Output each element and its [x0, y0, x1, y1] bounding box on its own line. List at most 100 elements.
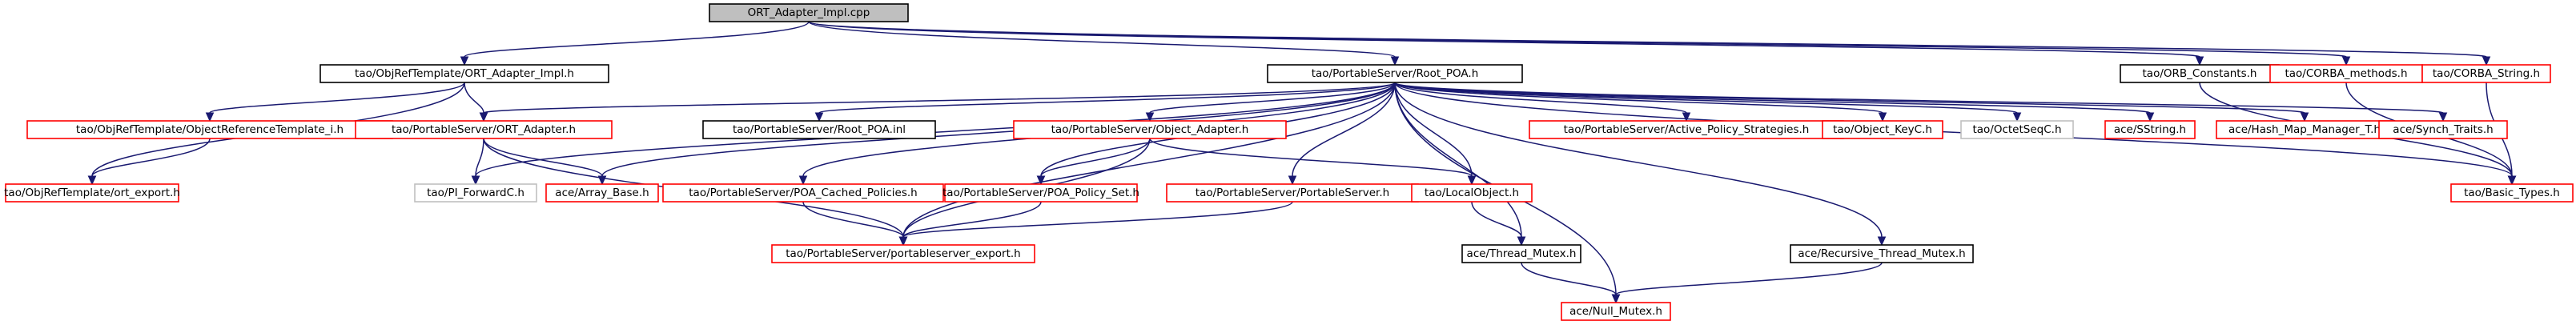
- node-tao-portableserver-root-poa-inl[interactable]: tao/PortableServer/Root_POA.inl: [702, 120, 936, 139]
- edge-arrowhead: [2507, 175, 2517, 186]
- node-label: tao/LocalObject.h: [1425, 187, 1519, 199]
- node-ace-sstring-h[interactable]: ace/SString.h: [2104, 120, 2196, 139]
- node-tao-portableserver-ort-adapter-h[interactable]: tao/PortableServer/ORT_Adapter.h: [355, 120, 613, 139]
- edge-rootpoa-to-okey: [1394, 82, 1887, 122]
- node-tao-basic-types-h[interactable]: tao/Basic_Types.h: [2450, 183, 2574, 203]
- edge-arrowhead: [898, 236, 908, 247]
- node-box: [1561, 302, 1671, 321]
- node-ace-recursive-thread-mutex-h[interactable]: ace/Recursive_Thread_Mutex.h: [1790, 244, 1974, 263]
- node-tao-object-keyc-h[interactable]: tao/Object_KeyC.h: [1822, 120, 1943, 139]
- edge-line: [1149, 82, 1396, 114]
- edge-rootpoa-to-octet: [1394, 82, 2022, 122]
- edge-line: [1394, 82, 1687, 114]
- edge-objad-to-local: [1149, 138, 1477, 186]
- edge-arrowhead: [1682, 112, 1691, 122]
- edge-line: [1394, 82, 2444, 114]
- node-tao-objreftemplate-ort-adapter-impl-h[interactable]: tao/ObjRefTemplate/ORT_Adapter_Impl.h: [319, 64, 609, 83]
- node-box: [355, 120, 613, 139]
- node-box: [545, 183, 659, 203]
- edge-line: [483, 138, 603, 177]
- node-tao-portableserver-portableserver-h[interactable]: tao/PortableServer/PortableServer.h: [1166, 183, 1419, 203]
- edge-line: [902, 82, 1396, 238]
- node-tao-portableserver-root-poa-h[interactable]: tao/PortableServer/Root_POA.h: [1267, 64, 1523, 83]
- node-label: tao/PortableServer/portableserver_export…: [786, 247, 1021, 260]
- node-label: tao/PortableServer/Object_Adapter.h: [1051, 123, 1249, 136]
- node-tao-corba-string-h[interactable]: tao/CORBA_String.h: [2421, 64, 2551, 83]
- node-box: [771, 244, 1035, 263]
- node-ace-null-mutex-h[interactable]: ace/Null_Mutex.h: [1561, 302, 1671, 321]
- node-label: ace/Null_Mutex.h: [1569, 305, 1662, 318]
- edge-arrowhead: [460, 56, 469, 66]
- node-label: ace/Array_Base.h: [555, 187, 649, 199]
- edge-root-to-rootpoa: [808, 21, 1400, 66]
- edge-line: [209, 82, 465, 114]
- node-box: [1267, 64, 1523, 83]
- edge-arrowhead: [1517, 236, 1526, 247]
- node-label: tao/OctetSeqC.h: [1972, 123, 2061, 136]
- edge-orti_i-to-ortexp: [87, 138, 211, 186]
- edge-line: [1394, 82, 2018, 114]
- node-ace-hash-map-manager-t-h[interactable]: ace/Hash_Map_Manager_T.h: [2216, 120, 2393, 139]
- node-tao-localobject-h[interactable]: tao/LocalObject.h: [1411, 183, 1533, 203]
- node-ace-array-base-h[interactable]: ace/Array_Base.h: [545, 183, 659, 203]
- edge-psorta-to-arrbase: [483, 138, 607, 186]
- node-tao-portableserver-active-policy-strategies-h[interactable]: tao/PortableServer/Active_Policy_Strateg…: [1529, 120, 1844, 139]
- node-tao-portableserver-poa-cached-policies-h[interactable]: tao/PortableServer/POA_Cached_Policies.h: [662, 183, 944, 203]
- edge-line: [802, 201, 904, 238]
- node-box: [709, 3, 909, 22]
- node-tao-objreftemplate-ort-export-h[interactable]: tao/ObjRefTemplate/ort_export.h: [4, 183, 180, 203]
- node-tao-portableserver-portableserver-export-h[interactable]: tao/PortableServer/portableserver_export…: [771, 244, 1035, 263]
- edge-line: [808, 21, 2487, 58]
- node-box: [1790, 244, 1974, 263]
- edge-line: [1471, 201, 1522, 238]
- edge-arrowhead: [2482, 56, 2491, 66]
- node-ace-thread-mutex-h[interactable]: ace/Thread_Mutex.h: [1461, 244, 1581, 263]
- node-tao-corba-methods-h[interactable]: tao/CORBA_methods.h: [2269, 64, 2423, 83]
- node-tao-orb-constants-h[interactable]: tao/ORB_Constants.h: [2120, 64, 2280, 83]
- edge-line: [1394, 82, 1883, 238]
- node-tao-octetseqc-h[interactable]: tao/OctetSeqC.h: [1960, 120, 2074, 139]
- node-tao-objreftemplate-objectreferencetemplate-i-h[interactable]: tao/ObjRefTemplate/ObjectReferenceTempla…: [26, 120, 393, 139]
- node-label: ace/Thread_Mutex.h: [1467, 247, 1577, 260]
- edge-line: [1292, 82, 1396, 177]
- node-tao-portableserver-poa-policy-set-h[interactable]: tao/PortableServer/POA_Policy_Set.h: [942, 183, 1139, 203]
- edge-orti-to-orti_i: [205, 82, 465, 122]
- node-box: [1013, 120, 1287, 139]
- node-label: ace/Synch_Traits.h: [2393, 123, 2493, 136]
- edge-arrowhead: [1878, 112, 1887, 122]
- node-ort-adapter-impl-cpp: ORT_Adapter_Impl.cpp: [709, 3, 909, 22]
- node-box: [414, 183, 537, 203]
- edge-objad-to-polset: [1036, 138, 1151, 186]
- edge-arrowhead: [1877, 236, 1887, 247]
- edge-line: [1521, 262, 1617, 295]
- edge-arrowhead: [1036, 175, 1046, 186]
- edge-rootpoa-to-rootinl: [814, 82, 1396, 122]
- edge-rootpoa-to-sstring: [1394, 82, 2155, 122]
- node-box: [1411, 183, 1533, 203]
- node-box: [2378, 120, 2508, 139]
- node-label: tao/ORB_Constants.h: [2143, 67, 2257, 80]
- edge-arrowhead: [2012, 112, 2022, 122]
- node-tao-pi-forwardc-h[interactable]: tao/PI_ForwardC.h: [414, 183, 537, 203]
- edge-arrowhead: [1611, 294, 1621, 304]
- node-label: tao/PI_ForwardC.h: [427, 187, 524, 199]
- node-label: tao/ObjRefTemplate/ObjectReferenceTempla…: [76, 123, 344, 136]
- node-label: tao/ObjRefTemplate/ort_export.h: [4, 187, 180, 199]
- node-ace-synch-traits-h[interactable]: ace/Synch_Traits.h: [2378, 120, 2508, 139]
- edge-arrowhead: [1390, 56, 1400, 66]
- edge-arrowhead: [1145, 112, 1155, 122]
- node-label: tao/Basic_Types.h: [2464, 187, 2560, 199]
- edge-psps-to-psexp: [898, 201, 1293, 247]
- edge-rootpoa-to-hashmap: [1394, 82, 2309, 122]
- edge-line: [1040, 138, 1151, 177]
- edge-line: [91, 138, 211, 177]
- edges-layer: [87, 21, 2517, 304]
- node-label: tao/PortableServer/ORT_Adapter.h: [392, 123, 576, 136]
- node-label: tao/PortableServer/Root_POA.h: [1312, 67, 1479, 80]
- node-tao-portableserver-object-adapter-h[interactable]: tao/PortableServer/Object_Adapter.h: [1013, 120, 1287, 139]
- node-box: [2421, 64, 2551, 83]
- node-label: tao/PortableServer/Root_POA.inl: [733, 123, 906, 136]
- node-label: tao/CORBA_methods.h: [2285, 67, 2407, 80]
- edge-root-to-corbas: [808, 21, 2491, 66]
